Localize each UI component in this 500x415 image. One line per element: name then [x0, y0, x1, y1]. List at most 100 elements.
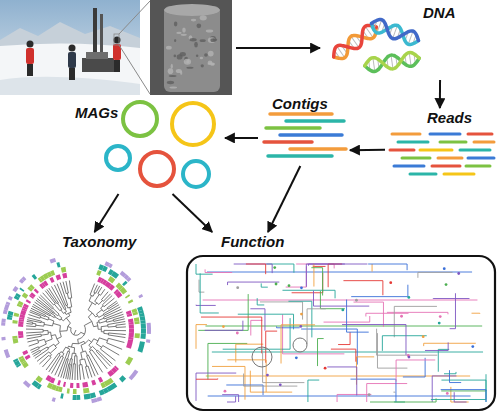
- tree-branch: [79, 365, 80, 380]
- tree-branch: [27, 336, 42, 339]
- read-bar: [430, 133, 460, 136]
- annotation-cell: [56, 274, 62, 280]
- annotation-cell: [18, 335, 23, 338]
- pathway-dot: [471, 345, 474, 348]
- tree-branch: [50, 348, 56, 354]
- tree-branch: [74, 364, 75, 380]
- read-bar: [444, 173, 474, 176]
- read-bar: [466, 165, 490, 168]
- pathway-line: [281, 325, 315, 364]
- tree-branch: [33, 352, 40, 356]
- pathway-line: [367, 384, 407, 402]
- pathway-line: [261, 283, 268, 287]
- tree-branch: [103, 308, 108, 311]
- tree-branch: [45, 339, 52, 342]
- flow-arrow: [173, 194, 213, 232]
- tree-branch: [66, 281, 68, 293]
- tree-branch: [40, 347, 47, 351]
- annotation-cell: [73, 389, 77, 394]
- read-bar: [394, 165, 424, 168]
- tree-branch: [104, 298, 114, 307]
- read-bar: [402, 157, 430, 160]
- pathway-line: [338, 332, 350, 344]
- tree-branch: [99, 338, 107, 341]
- pathway-cycle: [293, 338, 307, 352]
- ice-core-top: [164, 4, 220, 16]
- pathway-line: [208, 396, 471, 397]
- dna-helix: [364, 51, 420, 73]
- annotation-cell: [98, 377, 103, 383]
- pathway-map: [187, 256, 495, 410]
- pathway-line: [228, 282, 280, 285]
- core-texture: [170, 86, 178, 88]
- pathway-line: [454, 392, 466, 402]
- sky: [0, 0, 140, 95]
- annotation-cell: [99, 389, 105, 395]
- core-texture: [200, 39, 206, 42]
- pathway-line: [431, 374, 486, 399]
- tree-branch: [88, 303, 92, 310]
- annotation-cell: [45, 375, 51, 382]
- tree-branch: [61, 310, 64, 314]
- tree-branch: [59, 352, 61, 354]
- pathway-dot: [457, 272, 460, 275]
- contig-bar: [286, 119, 344, 123]
- read-bar: [392, 133, 420, 136]
- pathway-line: [313, 265, 326, 267]
- map-frame: [187, 256, 495, 410]
- tree-branch: [85, 351, 87, 355]
- pathway-dot: [408, 356, 411, 359]
- pathway-line: [425, 342, 448, 350]
- pathway-line: [418, 272, 453, 277]
- core-texture: [208, 51, 214, 57]
- annotation-cell: [129, 328, 134, 333]
- pathway-line: [266, 264, 294, 273]
- pathway-line: [205, 326, 482, 327]
- pathway-line: [251, 320, 263, 335]
- pathway-line: [246, 264, 266, 274]
- helix-rung: [391, 55, 393, 69]
- pathway-line: [283, 314, 345, 353]
- pathway-line: [196, 264, 213, 274]
- annotation-cell: [107, 370, 114, 377]
- helix-rung: [409, 53, 411, 67]
- tree-branch: [62, 347, 65, 352]
- pathway-line: [433, 298, 469, 299]
- annotation-cell: [127, 313, 132, 317]
- annotation-cell: [147, 328, 151, 334]
- flow-arrow: [350, 149, 385, 151]
- mag-circle: [106, 146, 130, 170]
- mag-circle: [172, 103, 214, 145]
- tree-branch: [90, 284, 95, 295]
- annotation-cell: [73, 395, 77, 400]
- helix-rung: [373, 58, 375, 72]
- pathway-line: [227, 360, 266, 392]
- snow-field: [0, 43, 140, 95]
- core-texture: [208, 60, 213, 64]
- tree-branch: [108, 326, 116, 328]
- annotation-cell: [82, 382, 88, 388]
- tree-branch: [93, 346, 98, 351]
- stage-node: Function: [185, 232, 497, 412]
- tree-branch: [106, 314, 123, 320]
- tree-branch: [82, 365, 84, 380]
- annotation-cell: [29, 284, 34, 289]
- tree-branch: [55, 343, 59, 346]
- read-bar: [474, 141, 494, 144]
- tree-branch: [70, 359, 73, 380]
- tree-branch: [39, 297, 53, 309]
- read-bar: [390, 149, 414, 152]
- read-bar: [440, 141, 466, 144]
- person-head: [27, 41, 34, 48]
- contig-set: [264, 114, 346, 156]
- pathway-line: [342, 325, 406, 355]
- annotation-cell: [128, 322, 133, 325]
- tree-branch: [36, 325, 44, 327]
- tree-branch: [85, 359, 87, 366]
- core-texture: [181, 34, 187, 36]
- flow-arrow: [439, 80, 441, 108]
- annotation-cell: [18, 301, 24, 306]
- pathway-line: [196, 304, 216, 306]
- pathway-line: [403, 358, 425, 377]
- pathway-line: [200, 273, 219, 313]
